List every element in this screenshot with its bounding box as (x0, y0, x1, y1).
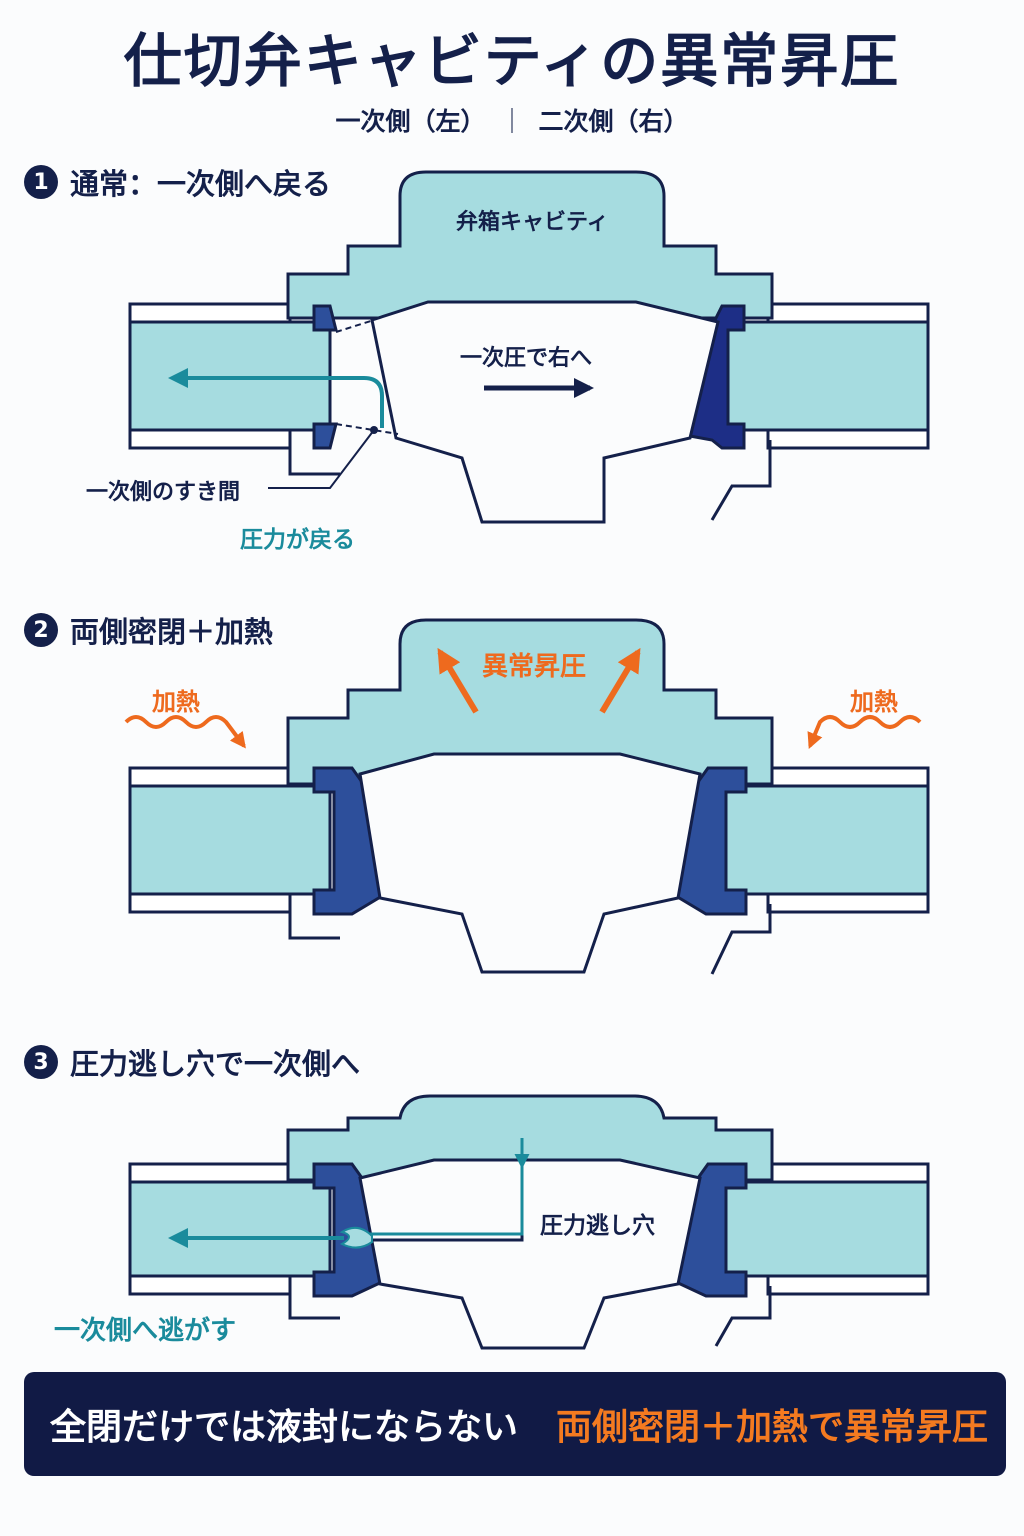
step-1-heading: 1 通常：一次側へ戻る (24, 160, 331, 204)
step-1-title: 通常：一次側へ戻る (70, 167, 332, 201)
escape-label: 一次側へ逃がす (54, 1316, 237, 1346)
panel-1-lower-body-line-right (710, 440, 772, 521)
panel-3-left-pipe-bottom-wall (128, 1274, 292, 1296)
panel-2-lower-body-line (288, 904, 340, 940)
step-3-heading: 3 圧力逃し穴で一次側へ (24, 1040, 360, 1084)
cavity-label: 弁箱キャビティ (456, 210, 609, 235)
step-2-number: 2 (24, 613, 58, 647)
panel-1-gap-point (370, 426, 378, 434)
panel-2-heat-wave-right (807, 715, 922, 749)
panel-3-jet (339, 1226, 373, 1249)
panel-1-gate-wedge (370, 300, 720, 524)
panel-3-relief-flow (360, 1140, 524, 1236)
panel-1-valve-body (286, 170, 774, 320)
panel-2-left-pipe-fluid (128, 784, 332, 896)
heat-label-left: 加熱 (152, 688, 200, 716)
panel-2-lower-body-line-right (710, 904, 772, 975)
panel-1-right-pipe-top-wall (766, 302, 930, 324)
panel-1-right-pipe-fluid (720, 320, 930, 432)
panel-2-right-pipe-fluid (720, 784, 930, 896)
panel-2-pressure-arrow-left (437, 647, 479, 714)
panel-2-heat-wave-left (124, 715, 246, 749)
panel-1-gap-leader (268, 429, 375, 489)
step-3-number: 3 (24, 1045, 58, 1079)
panel-2-left-pipe-bottom-wall (128, 892, 292, 914)
panel-3-gate-wedge (358, 1158, 702, 1350)
panel-1-left-pipe-top-wall (128, 302, 292, 324)
panel-1-left-pipe-bottom-wall (128, 428, 292, 450)
abnormal-pressure-label: 異常昇圧 (482, 652, 587, 682)
panel-2-gate-wedge (358, 752, 702, 974)
summary-banner: 全閉だけでは液封にならない 両側密閉＋加熱で異常昇圧 (24, 1372, 1006, 1476)
side-legend: 一次側（左） ｜ 二次側（右） (0, 102, 1024, 138)
step-2-title: 両側密閉＋加熱 (70, 615, 274, 649)
panel-3-lower-body-line-right (714, 1286, 772, 1347)
panel-3-right-pipe-top-wall (766, 1162, 930, 1184)
step-1-number: 1 (24, 165, 58, 199)
panel-3-valve-body (286, 1094, 774, 1182)
panel-3-lower-body-line (288, 1286, 340, 1320)
panel-2-right-seat (674, 766, 748, 916)
gap-label: 一次側のすき間 (86, 480, 241, 505)
panel-2-pressure-arrow-right (599, 647, 641, 714)
panel-2-valve (124, 618, 930, 975)
banner-right-text: 両側密閉＋加熱で異常昇圧 (555, 1407, 988, 1448)
panel-1-valve (128, 170, 930, 524)
panel-2-valve-body (286, 618, 774, 786)
heat-label-right: 加熱 (850, 688, 898, 716)
panel-1-lower-body-line (288, 440, 340, 476)
panel-3-left-pipe-fluid (128, 1180, 332, 1278)
relief-hole-label: 圧力逃し穴 (540, 1213, 655, 1239)
secondary-side-label: 二次側（右） (538, 107, 689, 136)
side-separator: ｜ (499, 107, 525, 136)
panel-3-right-pipe-fluid (720, 1180, 930, 1278)
step-3-title: 圧力逃し穴で一次側へ (70, 1047, 361, 1081)
panel-3-right-pipe-bottom-wall (766, 1274, 930, 1296)
pressure-return-label: 圧力が戻る (240, 527, 355, 553)
panel-1-return-arrow (168, 368, 384, 428)
panel-2-right-pipe-top-wall (766, 766, 930, 788)
panel-1-gap-line-top (335, 319, 375, 333)
panel-3-valve (128, 1094, 930, 1350)
panel-1-gap-line-bottom (335, 423, 399, 435)
panel-1-left-seat-top (312, 304, 338, 332)
panel-2-right-pipe-bottom-wall (766, 892, 930, 914)
page-title: 仕切弁キャビティの異常昇圧 (123, 27, 901, 95)
panel-1-right-pipe-bottom-wall (766, 428, 930, 450)
banner-left-text: 全閉だけでは液封にならない (50, 1407, 519, 1448)
primary-pressure-label: 一次圧で右へ (460, 346, 593, 371)
panel-2-left-pipe-top-wall (128, 766, 292, 788)
panel-3-right-seat (674, 1162, 748, 1298)
panel-3-left-pipe-top-wall (128, 1162, 292, 1184)
step-2-heading: 2 両側密閉＋加熱 (24, 608, 273, 652)
panel-1-left-seat-bottom (312, 422, 338, 450)
primary-side-label: 一次側（左） (335, 107, 486, 136)
